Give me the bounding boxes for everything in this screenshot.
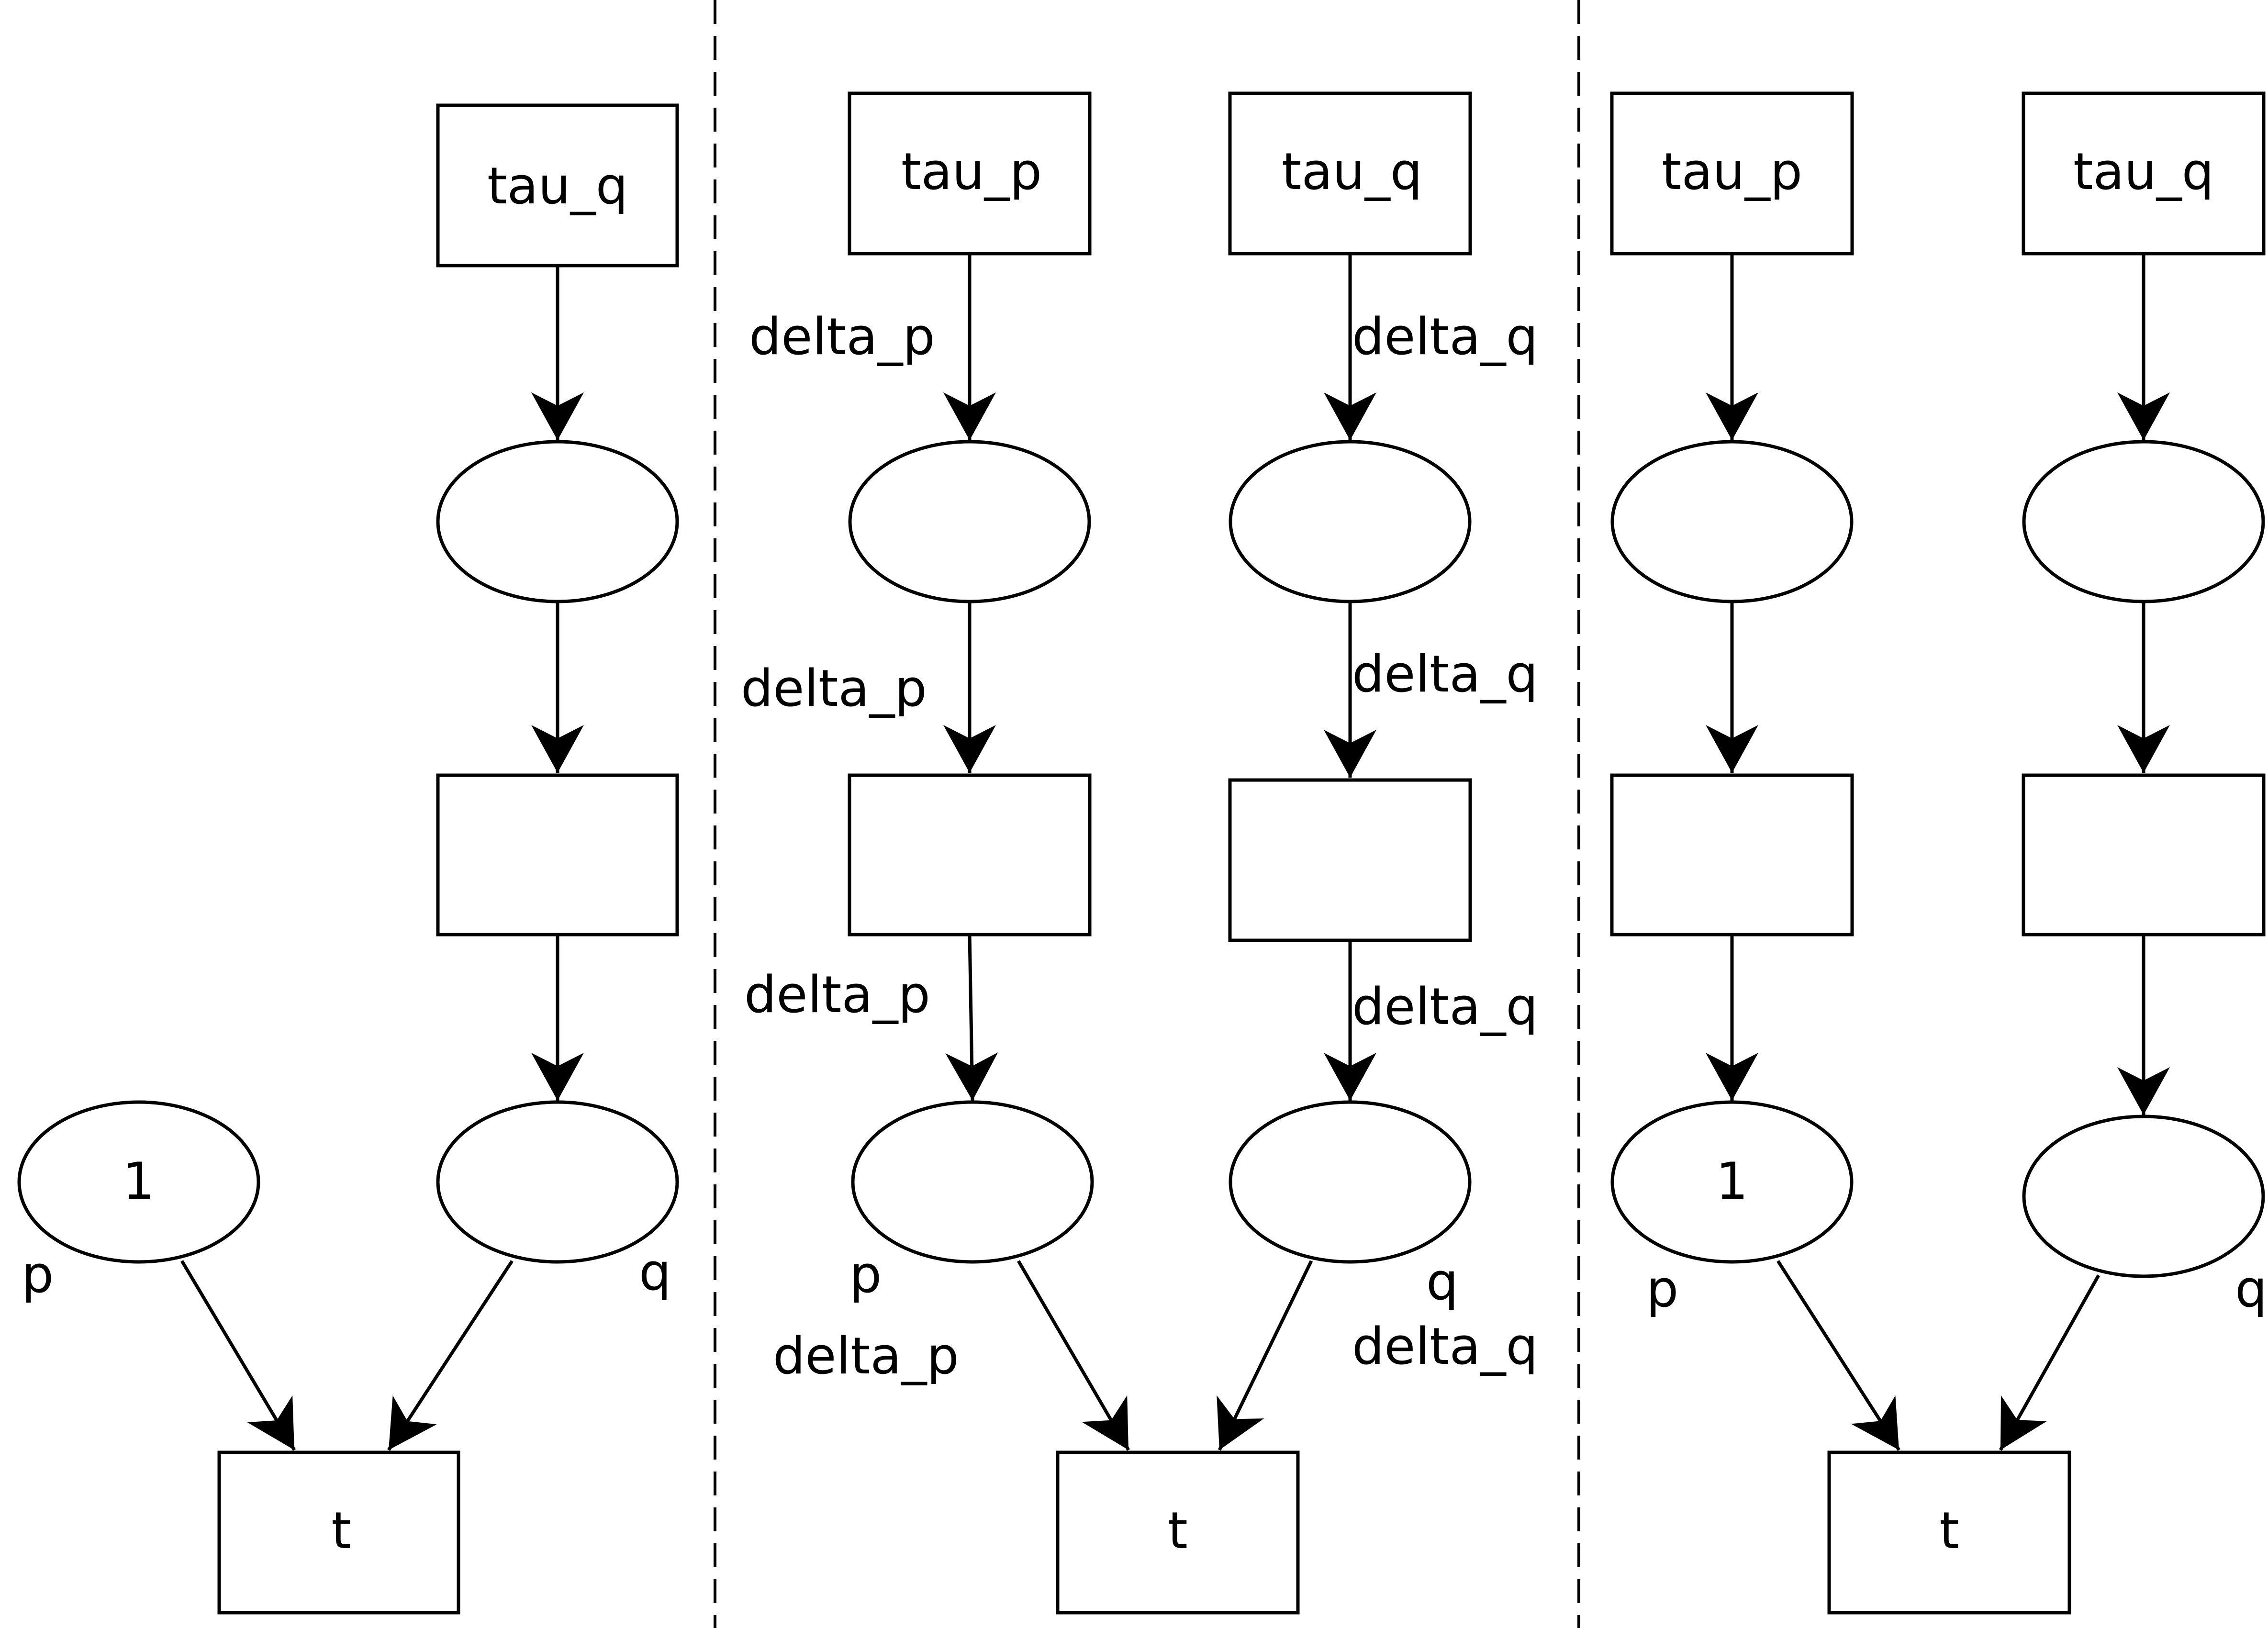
place-p-intermediate [1610, 440, 1854, 603]
arc [1017, 1260, 1130, 1451]
transition-label: tau_q [2073, 142, 2214, 201]
transition-tau-p [1610, 91, 1854, 256]
arc-label: delta_p [749, 307, 935, 366]
arc-label: delta_q [1352, 307, 1538, 366]
place-q [1229, 1100, 1472, 1264]
transition-q-intermediate [2022, 773, 2266, 937]
transition-p-intermediate [848, 773, 1092, 937]
arc-label: delta_p [773, 1327, 959, 1385]
transition-label: tau_q [1282, 142, 1422, 201]
place-q-intermediate [436, 440, 679, 603]
transition-t [1827, 1450, 2071, 1615]
panel-3 [1610, 91, 2266, 1615]
place-q-intermediate [2022, 440, 2265, 603]
transition-label: t [331, 1501, 351, 1560]
place-label-p: p [849, 1245, 882, 1304]
place-label-q: q [639, 1243, 671, 1302]
arc-label: delta_q [1352, 1317, 1538, 1376]
arc [180, 1260, 296, 1451]
panel-2 [848, 91, 1472, 1615]
transition-t [1056, 1450, 1300, 1615]
place-p [1610, 1100, 1854, 1264]
arc-label: delta_q [1352, 977, 1538, 1036]
arc [1217, 1260, 1313, 1451]
transition-tau-p [848, 91, 1092, 256]
transition-label: t [1168, 1501, 1188, 1560]
token-label: 1 [1716, 1152, 1748, 1211]
arc-label: delta_p [741, 659, 927, 718]
arc [945, 934, 998, 1101]
place-q [2022, 1115, 2265, 1278]
transition-label: tau_p [1662, 142, 1802, 201]
transition-intermediate [436, 773, 679, 937]
arc-label: delta_q [1352, 645, 1538, 703]
arc [1776, 1260, 1900, 1451]
place-p-intermediate [848, 440, 1091, 603]
place-q [436, 1100, 679, 1264]
transition-label: t [1939, 1501, 1959, 1560]
arc [1999, 1274, 2100, 1451]
transition-tau-q [436, 103, 679, 268]
place-label-p: p [1646, 1260, 1678, 1318]
transition-tau-q [2022, 91, 2266, 256]
place-q-intermediate [1229, 440, 1472, 603]
transition-tau-q [1228, 91, 1472, 256]
arc [387, 1260, 514, 1451]
transition-label: tau_p [901, 142, 1042, 201]
transition-t [217, 1450, 460, 1615]
place-p [17, 1100, 260, 1264]
transition-p-intermediate [1610, 773, 1854, 937]
transition-q-intermediate [1228, 778, 1472, 942]
place-label-p: p [22, 1245, 54, 1304]
panel-1 [17, 103, 679, 1615]
transition-label: tau_q [487, 156, 628, 215]
arc-label: delta_p [744, 965, 930, 1024]
place-label-q: q [1426, 1252, 1458, 1311]
place-p [851, 1100, 1094, 1264]
token-label: 1 [123, 1152, 155, 1211]
place-label-q: q [2235, 1260, 2267, 1318]
